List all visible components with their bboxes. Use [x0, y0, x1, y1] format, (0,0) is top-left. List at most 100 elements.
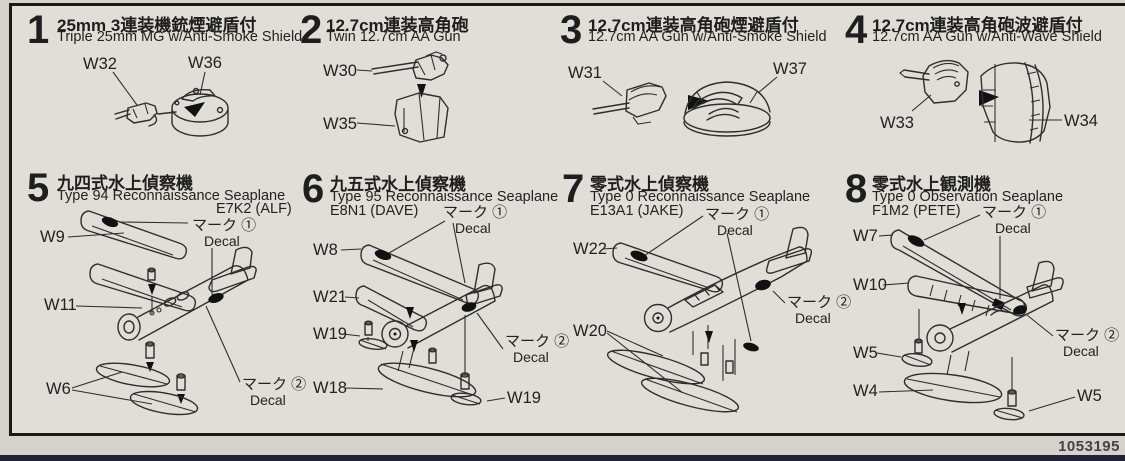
- leader-line: [1026, 314, 1054, 337]
- section-8-model: F1M2 (PETE): [872, 203, 961, 219]
- section-4-number: 4: [845, 8, 867, 52]
- section-6-title-jp: 九五式水上偵察機: [330, 175, 466, 194]
- lower-wing-drawing: [89, 263, 197, 312]
- decal-2-sub: Decal: [513, 349, 549, 365]
- section-6-model: E8N1 (DAVE): [330, 203, 419, 219]
- mg-part-drawing: [114, 102, 177, 127]
- decal-2-label: マーク ②: [787, 294, 851, 311]
- illustration-e8n-seaplane: W8 W21 W19 W18 W19 マーク ① Decal マーク ② Dec…: [313, 204, 569, 407]
- leader-line: [726, 232, 752, 342]
- section-4-title-en: 12.7cm AA Gun w/Anti-Wave Shield: [872, 29, 1102, 45]
- illustration-e13a-seaplane: W22 W20 マーク ① Decal マーク ② Decal: [573, 206, 851, 413]
- section-6-title-en: Type 95 Reconnaissance Seaplane: [330, 189, 559, 205]
- section-7-number: 7: [562, 167, 584, 211]
- decal-1-sub: Decal: [204, 233, 240, 249]
- illustration-twin-12-7cm-gun: W30 W35: [323, 51, 449, 143]
- top-wing-drawing: [360, 244, 480, 305]
- section-3-number: 3: [560, 8, 582, 52]
- leader-line: [388, 220, 466, 284]
- gun-part-drawing: [899, 59, 969, 104]
- illustration-f1m-seaplane: W7 W10 W5 W4 W5 マーク ① Decal マーク ② Decal: [853, 204, 1119, 421]
- leader-line: [211, 248, 217, 297]
- section-4-title-jp: 12.7cm連装高角砲波避盾付: [872, 16, 1083, 35]
- leader-line: [199, 71, 206, 96]
- leader-line: [205, 305, 241, 383]
- section-2-number: 2: [300, 8, 322, 52]
- section-8-title-en: Type 0 Observation Seaplane: [872, 189, 1064, 205]
- decal-1-label: マーク ①: [705, 206, 769, 223]
- decal-2-label: マーク ②: [505, 333, 569, 350]
- decal-2-label: マーク ②: [242, 376, 306, 393]
- illustration-triple-25mm-mg: W32 W36: [83, 54, 229, 137]
- part-label-w8: W8: [313, 241, 338, 259]
- shield-part-drawing: [980, 62, 1051, 144]
- decal-1-label: マーク ①: [982, 204, 1046, 221]
- section-5-title-jp: 九四式水上偵察機: [57, 174, 193, 193]
- leader-line: [757, 76, 778, 94]
- decal-2-sub: Decal: [1063, 343, 1099, 359]
- leader-line: [356, 69, 373, 72]
- lower-wing-drawing: [907, 275, 1026, 317]
- part-label-w21: W21: [313, 288, 347, 306]
- section-5-number: 5: [27, 166, 49, 210]
- section-2-title-jp: 12.7cm連装高角砲: [326, 16, 469, 35]
- section-5-title-en: Type 94 Reconnaissance Seaplane: [57, 188, 286, 204]
- section-7-title-en: Type 0 Reconnaissance Seaplane: [590, 189, 811, 205]
- fuselage-drawing: [381, 262, 503, 349]
- part-label-w7: W7: [853, 227, 878, 245]
- leader-line: [878, 234, 894, 237]
- section-6-number: 6: [302, 167, 324, 211]
- illustration-12-7cm-smoke-shield: W31 W37: [568, 60, 807, 137]
- section-7-title-jp: 零式水上偵察機: [590, 175, 709, 194]
- part-label-w5a: W5: [853, 344, 878, 362]
- fuselage-drawing: [643, 226, 813, 333]
- part-label-w33: W33: [880, 114, 914, 132]
- leader-line: [476, 312, 504, 350]
- insert-arrow: [417, 84, 426, 98]
- leader-line: [643, 215, 704, 257]
- part-label-w37: W37: [773, 60, 807, 78]
- section-3-title-jp: 12.7cm連装高角砲煙避盾付: [588, 16, 799, 35]
- top-wing-drawing: [890, 229, 1028, 317]
- part-label-w18: W18: [313, 379, 347, 397]
- section-3-title-en: 12.7cm AA Gun w/Anti-Smoke Shield: [588, 29, 827, 45]
- leader-line: [602, 247, 618, 250]
- leader-line: [342, 333, 361, 337]
- leader-line: [602, 80, 623, 97]
- gun-part-drawing: [592, 82, 667, 125]
- part-label-w35: W35: [323, 115, 357, 133]
- part-label-w22: W22: [573, 240, 607, 258]
- leader-line: [876, 352, 902, 358]
- section-5-model: E7K2 (ALF): [216, 201, 292, 217]
- float-drawing: [606, 325, 759, 413]
- section-1-title-jp: 25mm 3連装機銃煙避盾付: [57, 16, 257, 35]
- section-8-number: 8: [845, 167, 867, 211]
- part-label-w11: W11: [44, 296, 77, 314]
- lower-wing-drawing: [355, 285, 428, 332]
- part-label-w30: W30: [323, 62, 357, 80]
- illustration-e7k-seaplane: W9 W11 W6 マーク ① Decal マーク ② Decal: [40, 210, 306, 416]
- fuselage-drawing: [926, 260, 1064, 353]
- gun-part-drawing: [371, 51, 449, 81]
- leader-line: [486, 397, 506, 402]
- leader-line: [772, 290, 786, 304]
- decal-1-label: マーク ①: [443, 204, 507, 221]
- section-1-title-en: Triple 25mm MG w/Anti-Smoke Shield: [57, 29, 303, 45]
- top-wing-drawing: [80, 210, 188, 314]
- part-label-w6: W6: [46, 380, 71, 398]
- section-7-model: E13A1 (JAKE): [590, 203, 684, 219]
- part-label-w4: W4: [853, 382, 878, 400]
- part-label-w9: W9: [40, 228, 65, 246]
- section-1-number: 1: [27, 8, 49, 52]
- decal-2-label: マーク ②: [1055, 327, 1119, 344]
- leader-line: [911, 94, 932, 112]
- part-label-w10: W10: [853, 276, 887, 294]
- decal-1-sub: Decal: [717, 222, 753, 238]
- leader-line: [878, 389, 934, 393]
- decal-1-sub: Decal: [455, 220, 491, 236]
- fuselage-drawing: [117, 246, 257, 341]
- float-drawing: [358, 315, 482, 406]
- part-label-w31: W31: [568, 64, 602, 82]
- leader-line: [119, 221, 189, 224]
